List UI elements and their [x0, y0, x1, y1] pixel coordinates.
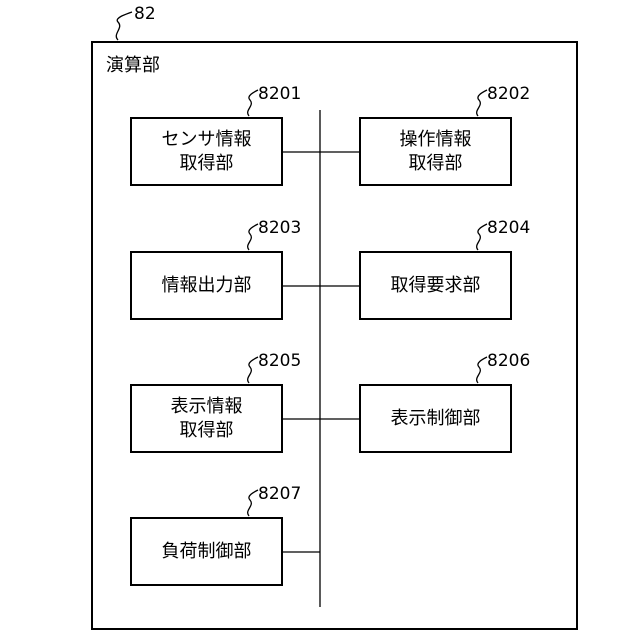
- ref-leader-8207: [248, 490, 258, 516]
- module-label-8205: 表示情報 取得部: [131, 385, 282, 452]
- module-label-8202: 操作情報 取得部: [360, 118, 511, 185]
- ref-leader-8201: [248, 90, 258, 116]
- ref-label-8204: 8204: [487, 218, 530, 238]
- ref-label-8202: 8202: [487, 84, 530, 104]
- module-label-8203: 情報出力部: [131, 252, 282, 319]
- ref-leader-8202: [477, 90, 487, 116]
- ref-label-8203: 8203: [258, 218, 301, 238]
- ref-label-8201: 8201: [258, 84, 301, 104]
- ref-leader-8205: [248, 357, 258, 383]
- ref-leader-8206: [477, 357, 487, 383]
- module-label-8207: 負荷制御部: [131, 518, 282, 585]
- ref-label-8205: 8205: [258, 351, 301, 371]
- module-label-8201: センサ情報 取得部: [131, 118, 282, 185]
- outer-ref-leader: [116, 12, 132, 40]
- ref-label-8207: 8207: [258, 484, 301, 504]
- outer-ref-label: 82: [134, 4, 156, 24]
- ref-label-8206: 8206: [487, 351, 530, 371]
- module-label-8204: 取得要求部: [360, 252, 511, 319]
- outer-title: 演算部: [106, 56, 160, 76]
- module-label-8206: 表示制御部: [360, 385, 511, 452]
- ref-leader-8203: [248, 224, 258, 250]
- ref-leader-8204: [477, 224, 487, 250]
